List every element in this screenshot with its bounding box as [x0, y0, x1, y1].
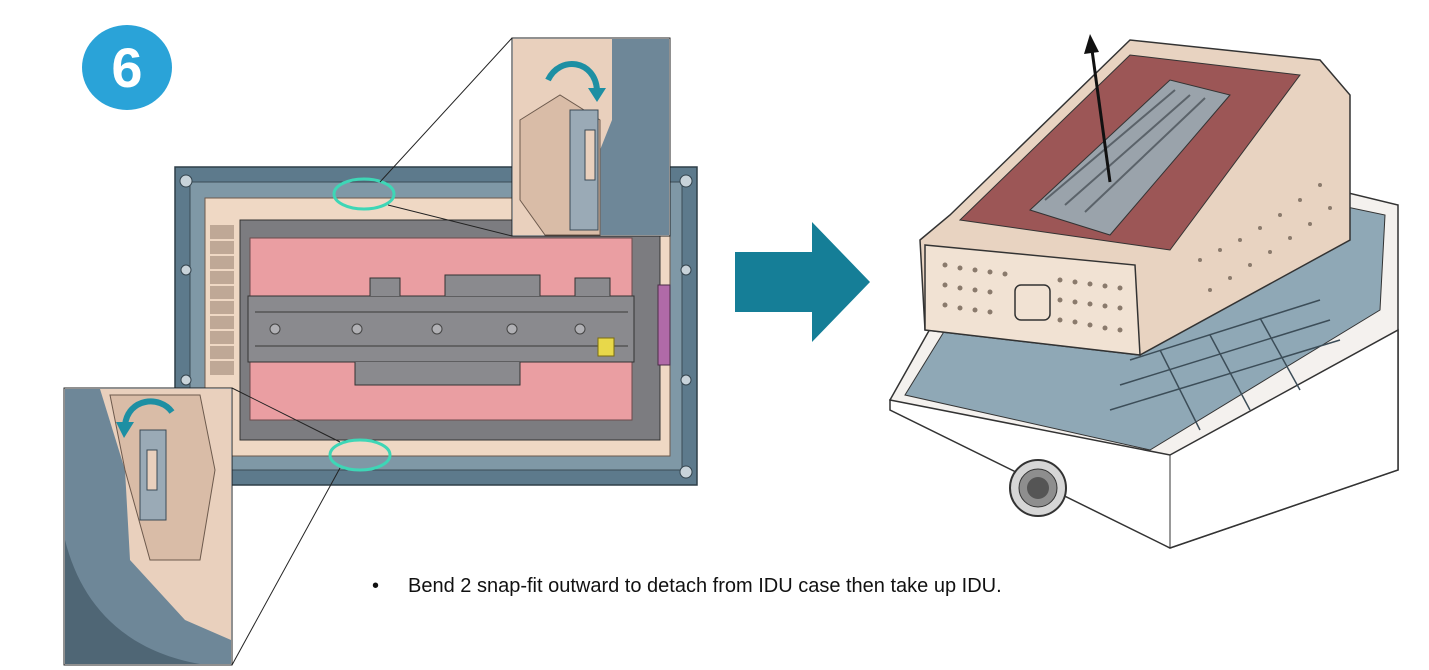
step-number: 6 [111, 36, 143, 99]
zoom-inset-top [511, 37, 671, 237]
snap-fit-highlight-bottom [328, 438, 392, 472]
exploded-view-drawing [888, 34, 1399, 549]
instruction-text: • Bend 2 snap-fit outward to detach from … [372, 575, 1002, 598]
right-arrow-icon [735, 222, 870, 342]
zoom-inset-bottom [63, 387, 233, 666]
snap-fit-highlight-top [332, 177, 396, 211]
step-number-badge: 6 [82, 25, 172, 110]
rotate-arrow-icon [116, 422, 134, 438]
bullet-point: • [372, 575, 380, 597]
instruction-sentence: Bend 2 snap-fit outward to detach from I… [408, 575, 1002, 597]
rotate-arrow-icon [588, 88, 606, 102]
lift-arrow-icon [1084, 34, 1099, 54]
